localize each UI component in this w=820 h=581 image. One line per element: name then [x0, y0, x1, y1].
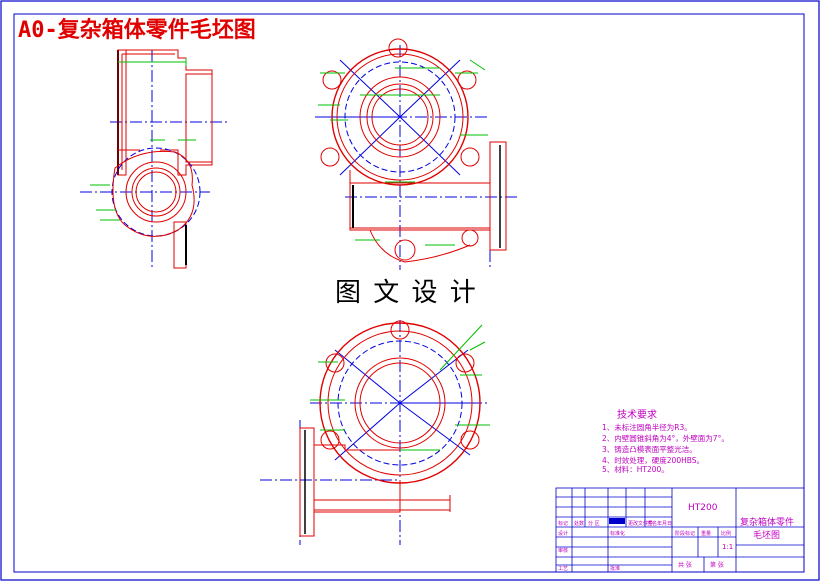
- tb-label-sheet-no: 第 张: [710, 561, 724, 569]
- tb-label-review: 审核: [558, 547, 568, 554]
- tech-req-item: 1、未标注圆角半径为R3。: [602, 422, 692, 432]
- tech-req-item: 2、内壁圆锥斜角为4°，外壁面为7°。: [602, 433, 729, 443]
- tb-label-sheets: 共 张: [678, 561, 692, 569]
- title-block-text: HT200 复杂箱体零件 毛坯图 1:1 标记 处数 分 区 更改文件号 签名 …: [558, 503, 794, 572]
- drawing-title: A0-复杂箱体零件毛坯图: [18, 17, 256, 43]
- scale-value: 1:1: [722, 543, 733, 551]
- tech-req-item: 5、材料：HT200。: [602, 464, 669, 474]
- tb-label-scale: 比例: [721, 530, 731, 537]
- part-name-line2: 毛坯图: [753, 529, 780, 541]
- tb-label-weight: 重量: [701, 530, 711, 537]
- tb-label-design: 设计: [558, 530, 568, 537]
- part-name-line1: 复杂箱体零件: [740, 516, 794, 528]
- tb-label-process: 工艺: [558, 566, 568, 572]
- tb-label-change: 更改文件号: [628, 520, 653, 527]
- tb-label-count: 处数: [574, 520, 584, 527]
- tech-req-heading: 技术要求: [617, 408, 657, 421]
- tech-req-item: 4、时效处理，硬度200HBS。: [602, 455, 704, 465]
- front-view: [315, 38, 520, 270]
- material-label: HT200: [688, 503, 718, 513]
- technical-requirements: 技术要求 1、未标注圆角半径为R3。 2、内壁圆锥斜角为4°，外壁面为7°。 3…: [602, 408, 729, 474]
- title-block: [555, 487, 805, 573]
- tb-label-date: 年月日: [657, 520, 672, 527]
- watermark-text: 图 文 设 计: [335, 278, 478, 308]
- tb-label-stage: 阶段标记: [675, 530, 695, 537]
- side-view: [80, 49, 230, 270]
- tb-label-approve: 批准: [610, 565, 620, 572]
- tb-label-signature: 签名: [647, 520, 657, 527]
- tb-label-standard: 标准化: [610, 530, 625, 537]
- tb-label-zone: 分 区: [588, 520, 600, 527]
- bottom-view: [260, 320, 490, 545]
- tech-req-item: 3、铸造凸模表面平整光洁。: [602, 444, 697, 454]
- tb-label-mark: 标记: [558, 520, 568, 527]
- inner-border: [13, 13, 805, 573]
